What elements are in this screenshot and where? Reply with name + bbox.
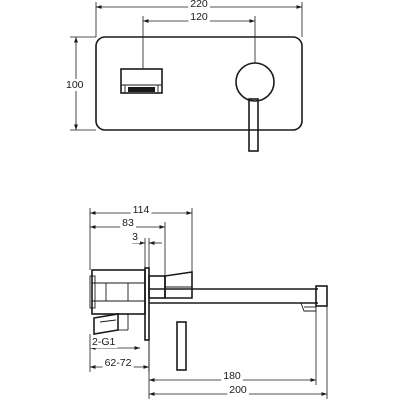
dim-200-label: 200 [229, 384, 247, 396]
inlet-fitting [93, 313, 129, 335]
dim-3: 3 [130, 231, 162, 268]
dim-220: 220 [95, 0, 303, 37]
dim-180-label: 180 [223, 370, 241, 382]
spout-outlet [120, 68, 163, 94]
dim-62-72-label: 62-72 [105, 357, 132, 369]
dim-180: 180 [148, 311, 317, 385]
concealed-body [89, 269, 146, 315]
dim-220-label: 220 [190, 0, 208, 10]
wall-plate [95, 36, 303, 131]
dim-120: 120 [142, 11, 256, 69]
dim-thread: 2-G1 [90, 336, 140, 350]
lever-handle [235, 62, 275, 152]
front-view: 220 120 100 [64, 0, 303, 152]
dim-100-label: 100 [66, 79, 84, 91]
side-view: 114 83 3 2-G1 62-72 [89, 204, 328, 399]
side-lever [176, 321, 187, 371]
dim-114: 114 [89, 204, 193, 272]
side-spout [149, 285, 328, 312]
dim-114-label: 114 [133, 204, 150, 216]
dim-83: 83 [90, 217, 166, 276]
dim-62-72: 62-72 [89, 334, 150, 372]
side-handle-body [148, 271, 193, 299]
dim-3-label: 3 [132, 231, 138, 243]
dim-thread-label: 2-G1 [92, 336, 116, 348]
dim-83-label: 83 [122, 217, 134, 229]
dim-200: 200 [148, 306, 328, 399]
dim-120-label: 120 [190, 11, 208, 23]
dim-100: 100 [64, 36, 96, 131]
